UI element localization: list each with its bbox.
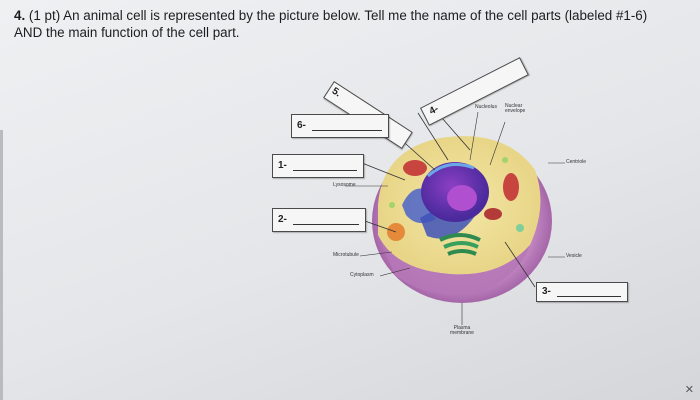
box-3-line	[557, 296, 621, 297]
golgi-1	[439, 233, 481, 242]
close-icon[interactable]: ✕	[684, 384, 694, 396]
box-1-label: 1-	[278, 160, 287, 171]
question-text: 4. (1 pt) An animal cell is represented …	[14, 7, 674, 41]
nuclear-envelope-label: Nuclear envelope	[505, 103, 526, 114]
plasma-membrane-label: Plasma membrane	[450, 325, 474, 336]
box-2-label: 2-	[278, 214, 287, 225]
question-number: 4.	[14, 8, 26, 23]
nuclear-envelope-shape	[426, 162, 475, 178]
vesicle-label: Vesicle	[566, 253, 582, 259]
box-1-line	[293, 170, 357, 171]
answer-box-3[interactable]: 3-	[536, 282, 628, 302]
answer-box-2[interactable]: 2-	[272, 208, 366, 232]
microtubule-label: Microtubule	[333, 252, 359, 258]
golgi-2	[443, 241, 479, 249]
centriole-label: Centriole	[566, 159, 587, 165]
page-edge	[0, 130, 3, 400]
mitochondrion-3	[484, 208, 502, 220]
golgi-3	[447, 249, 477, 256]
question-body: An animal cell is represented by the pic…	[14, 8, 648, 40]
nucleolus-label: Nucleolus	[475, 104, 497, 110]
box-6-label: 6-	[297, 120, 306, 131]
mitochondrion-1	[403, 160, 427, 176]
membrane-front	[378, 235, 530, 295]
vesicle-shape	[516, 224, 524, 232]
box-5-label: 5.	[329, 85, 343, 100]
nucleolus-shape	[447, 185, 477, 211]
box-3-label: 3-	[542, 286, 551, 297]
answer-box-6[interactable]: 6-	[291, 114, 389, 138]
box-6-line	[312, 130, 382, 131]
box-2-line	[293, 224, 359, 225]
mitochondrion-2	[503, 173, 519, 201]
lysosome-label: Lysosome	[333, 182, 356, 188]
answer-box-1[interactable]: 1-	[272, 154, 364, 178]
box-4-label: 4-	[427, 103, 441, 118]
cytoplasm-label: Cytoplasm	[350, 272, 374, 278]
question-points: (1 pt)	[28, 8, 61, 23]
